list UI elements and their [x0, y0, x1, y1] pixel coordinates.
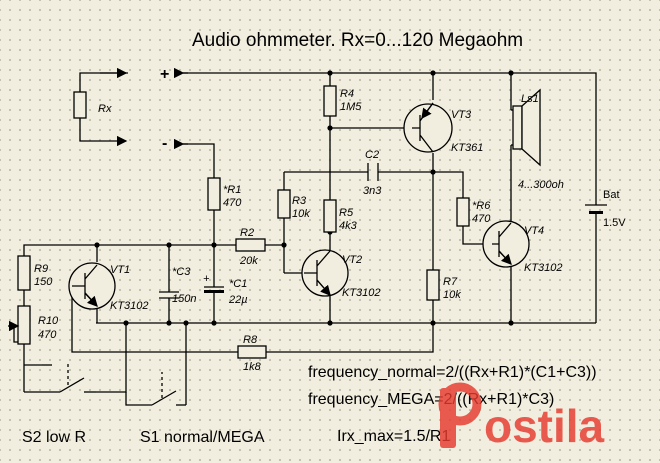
- svg-text:*C3: *C3: [172, 266, 191, 278]
- svg-text:R9: R9: [34, 263, 48, 275]
- transistor-vt3: VT3 KT361: [403, 102, 483, 154]
- wires: [13, 72, 597, 406]
- svg-text:ostila: ostila: [484, 400, 605, 452]
- svg-text:R5: R5: [339, 207, 354, 219]
- formula-mega: frequency_MEGA=2/((Rx+R1)*C3): [308, 391, 554, 408]
- svg-text:1k8: 1k8: [243, 361, 262, 373]
- resistor-r6: *R6 470: [456, 197, 491, 227]
- resistor-r7: R7 10k: [426, 269, 461, 301]
- svg-text:Bat: Bat: [603, 189, 620, 201]
- svg-text:KT361: KT361: [451, 142, 483, 154]
- svg-text:Ls1: Ls1: [521, 93, 539, 105]
- svg-text:R8: R8: [243, 334, 258, 346]
- formula-normal: frequency_normal=2/((Rx+R1)*(C1+C3)): [308, 364, 597, 381]
- svg-text:470: 470: [472, 213, 491, 225]
- capacitor-c1: + *C1 22µ: [203, 273, 248, 306]
- svg-text:4k3: 4k3: [339, 220, 358, 232]
- svg-text:VT2: VT2: [342, 254, 362, 266]
- svg-text:+: +: [203, 273, 210, 285]
- resistor-r5: R5 4k3: [323, 199, 358, 233]
- capacitor-c2: C2 3n3: [363, 149, 382, 197]
- switch-s2-label: S2 low R: [22, 429, 86, 446]
- svg-text:*R6: *R6: [472, 200, 491, 212]
- speaker-ls1: Ls1 4...300oh: [512, 88, 564, 191]
- svg-text:R7: R7: [443, 276, 458, 288]
- transistor-vt1: VT1 KT3102: [68, 262, 149, 312]
- battery-bat: Bat 1.5V: [585, 189, 626, 229]
- svg-text:C2: C2: [365, 149, 379, 161]
- svg-text:R3: R3: [292, 195, 307, 207]
- svg-text:KT3102: KT3102: [342, 287, 381, 299]
- resistor-rx: Rx: [73, 91, 112, 119]
- minus-label: -: [162, 135, 167, 152]
- resistor-r1: *R1 470: [207, 177, 242, 211]
- transistor-vt2: VT2 KT3102: [301, 249, 381, 299]
- svg-text:10k: 10k: [443, 289, 461, 301]
- resistor-r8: R8 1k8: [237, 334, 267, 373]
- svg-text:1.5V: 1.5V: [603, 217, 626, 229]
- resistor-r4: R4 1M5: [323, 85, 362, 117]
- svg-text:1M5: 1M5: [340, 101, 362, 113]
- junctions: [94, 70, 514, 326]
- svg-text:3n3: 3n3: [363, 185, 382, 197]
- svg-text:10k: 10k: [292, 208, 310, 220]
- svg-text:150: 150: [34, 276, 53, 288]
- postila-watermark: ostila: [438, 382, 605, 452]
- formula-irx: Irx_max=1.5/R1: [337, 428, 450, 445]
- svg-text:470: 470: [223, 197, 242, 209]
- terminal-minus: -: [100, 135, 188, 152]
- svg-text:20k: 20k: [239, 255, 258, 267]
- resistor-r3: R3 10k: [277, 189, 310, 220]
- plus-label: +: [160, 66, 169, 83]
- switch-s1-label: S1 normal/MEGA: [140, 429, 265, 446]
- svg-text:VT1: VT1: [110, 264, 130, 276]
- capacitor-c3: *C3 150n: [159, 266, 196, 305]
- diagram-title: Audio ohmmeter. Rx=0...120 Megaohm: [192, 30, 523, 51]
- svg-text:R10: R10: [38, 315, 59, 327]
- svg-text:VT4: VT4: [524, 225, 544, 237]
- svg-text:*C1: *C1: [229, 278, 247, 290]
- svg-text:R4: R4: [340, 88, 354, 100]
- svg-text:470: 470: [38, 329, 57, 341]
- resistor-r2: R2 20k: [235, 227, 266, 267]
- terminal-plus: +: [100, 66, 188, 83]
- svg-text:*R1: *R1: [223, 184, 241, 196]
- svg-text:4...300oh: 4...300oh: [518, 179, 564, 191]
- transistor-vt4: VT4 KT3102: [482, 220, 563, 274]
- switch-s1: [151, 372, 186, 406]
- svg-text:22µ: 22µ: [228, 294, 248, 306]
- svg-text:KT3102: KT3102: [110, 300, 149, 312]
- svg-text:150n: 150n: [172, 293, 196, 305]
- svg-text:VT3: VT3: [451, 109, 472, 121]
- switch-s2: [42, 362, 96, 393]
- svg-text:R2: R2: [240, 227, 254, 239]
- resistor-r9: R9 150: [17, 255, 53, 291]
- rx-label: Rx: [98, 103, 112, 115]
- potentiometer-r10: R10 470: [8, 305, 59, 345]
- svg-text:KT3102: KT3102: [524, 262, 563, 274]
